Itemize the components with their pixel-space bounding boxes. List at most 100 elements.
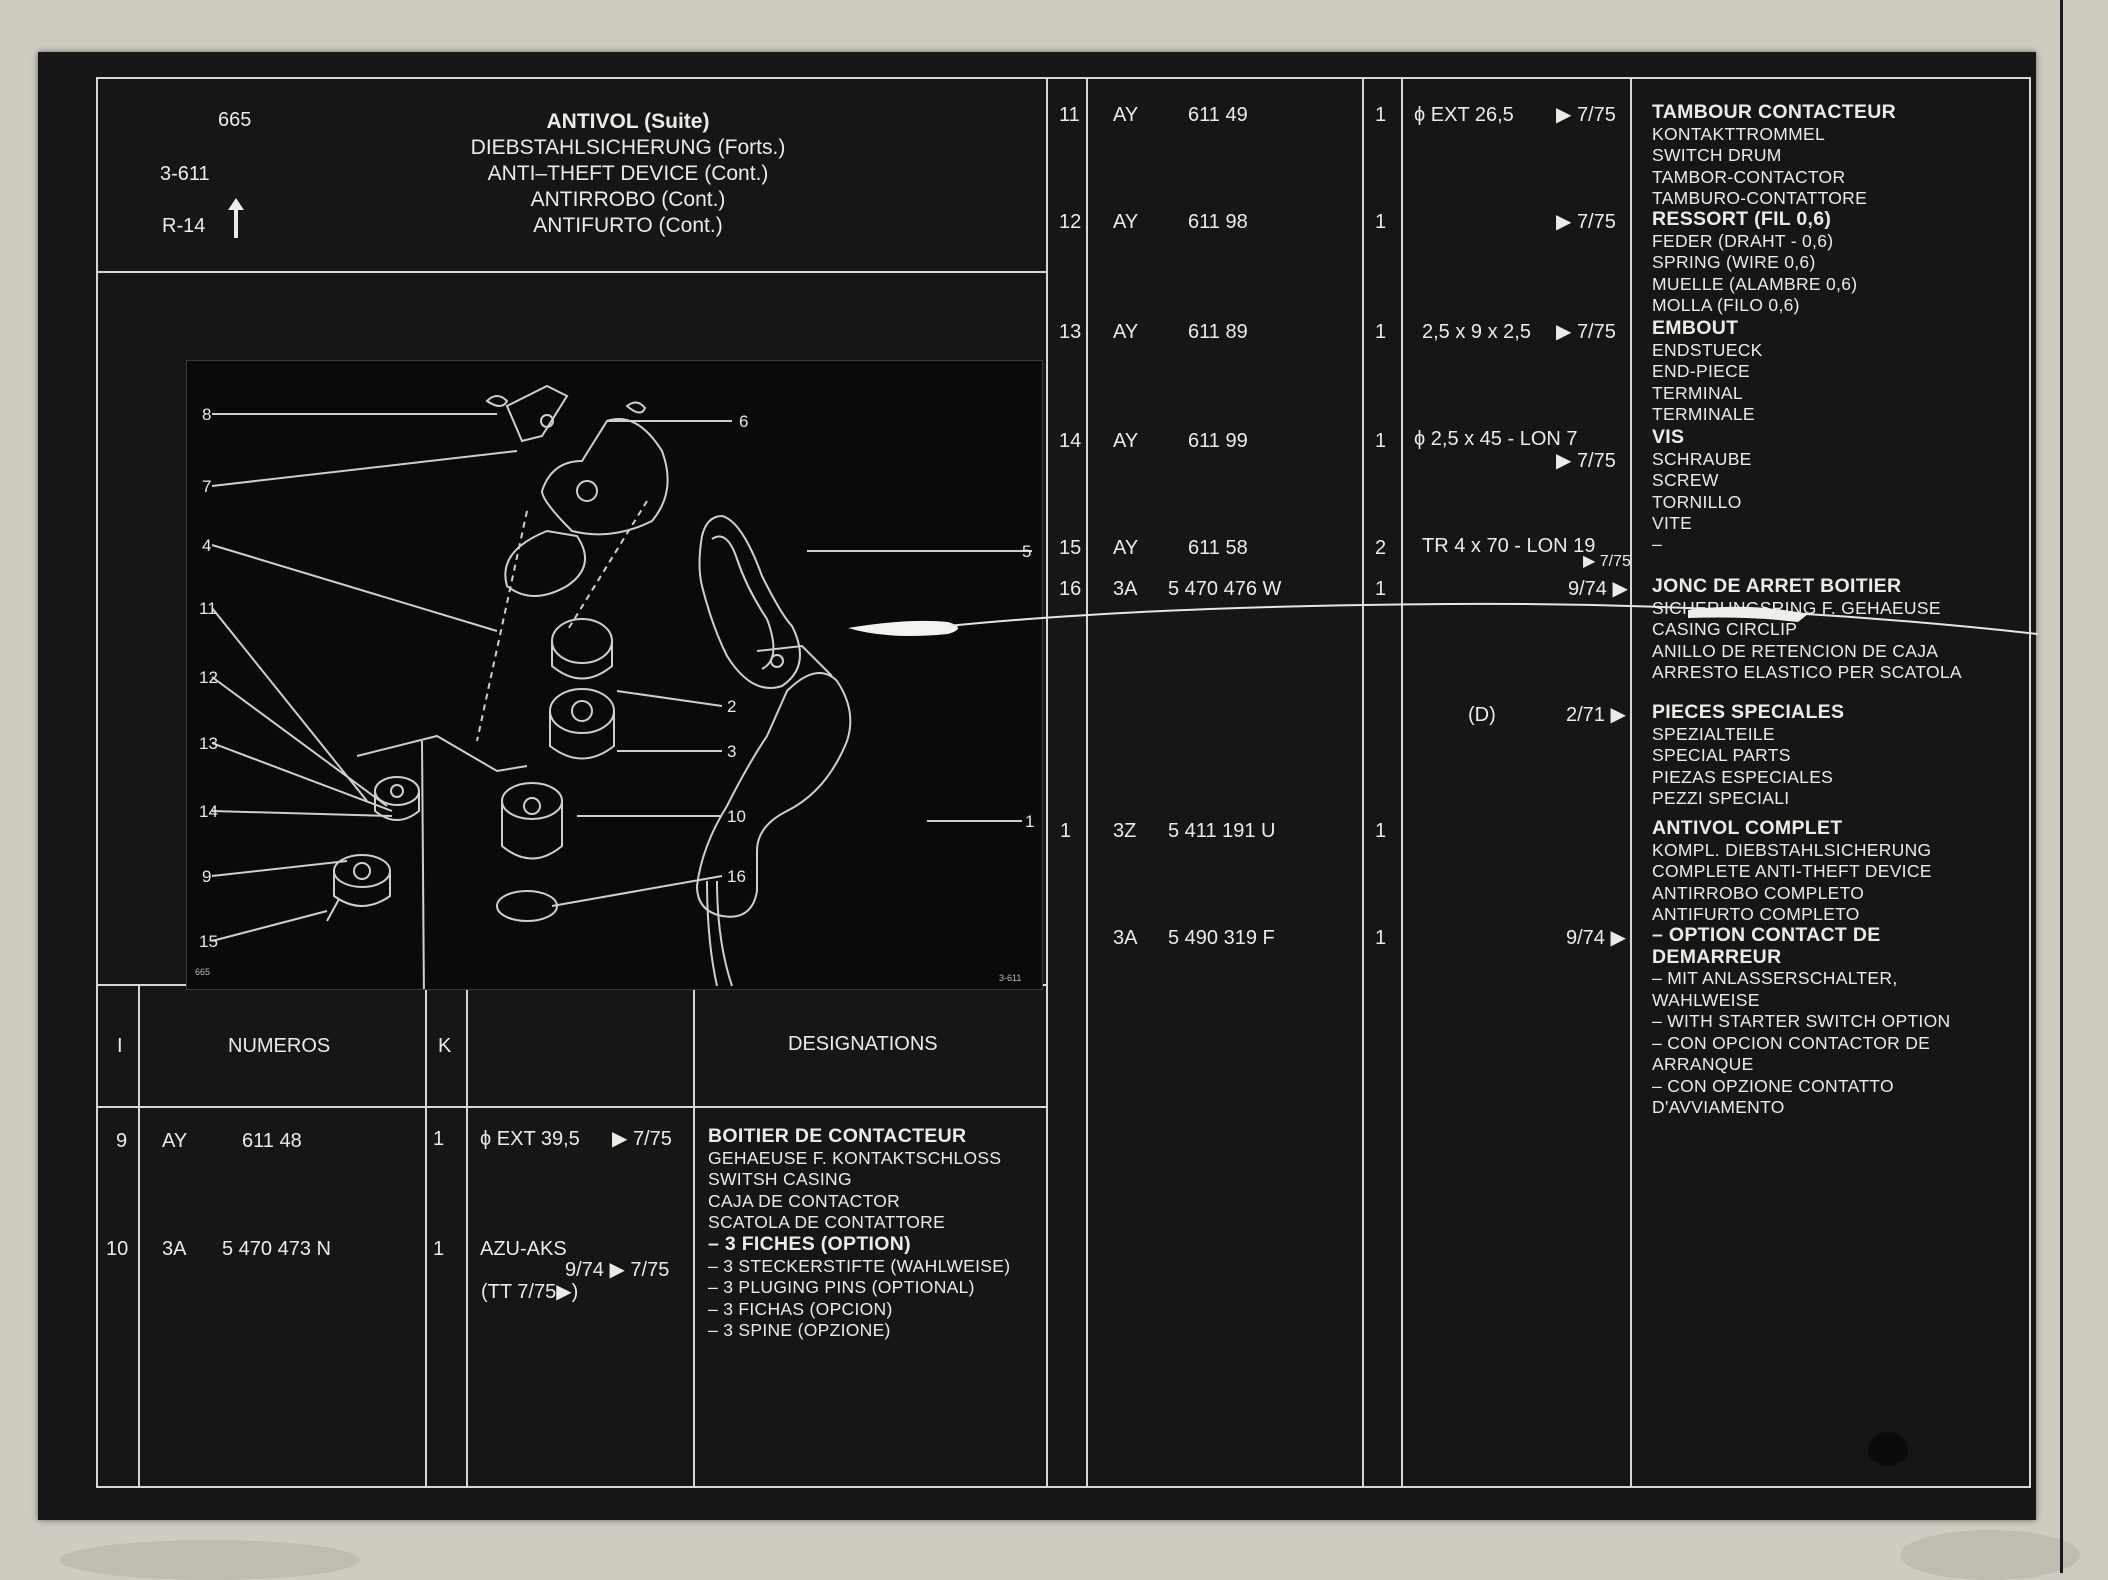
desc-line: COMPLETE ANTI-THEFT DEVICE — [1652, 861, 1932, 881]
desc-line: – CON OPZIONE CONTATTO — [1652, 1075, 1894, 1096]
desc-line: KOMPL. DIEBSTAHLSICHERUNG — [1652, 839, 1932, 860]
callout-label: 7 — [202, 477, 211, 496]
row-index: 12 — [1059, 211, 1082, 233]
desc-line: SCREW — [1652, 470, 1719, 490]
desc-line: GEHAEUSE F. KONTAKTSCHLOSS — [708, 1147, 1002, 1168]
row-number: 5 411 191 U — [1168, 820, 1276, 842]
divider — [1362, 77, 1364, 1488]
desc-line: ANILLO DE RETENCION DE CAJA — [1652, 640, 1939, 661]
row-date: ▶ 7/75 — [1556, 211, 1616, 233]
divider — [1086, 77, 1088, 1488]
row-date: ▶ 7/75 — [1556, 104, 1616, 126]
title-fr: ANTIVOL (Suite) — [546, 110, 710, 133]
ref-group: 3-611 — [160, 163, 210, 185]
desc-line: DEMARREUR — [1652, 945, 1782, 968]
row-description: JONC DE ARRET BOITIER SICHERUNGSRING F. … — [1652, 575, 1962, 684]
col-header-numeros: NUMEROS — [228, 1035, 331, 1057]
divider — [1046, 77, 1048, 1488]
desc-line: TERMINALE — [1652, 404, 1755, 424]
row-index: 9 — [116, 1130, 128, 1152]
row-spec: ϕ 2,5 x 45 - LON 7 — [1414, 428, 1578, 450]
desc-line: SCATOLA DE CONTATTORE — [708, 1212, 946, 1232]
desc-line: ANTIVOL COMPLET — [1652, 817, 1843, 839]
divider — [425, 984, 427, 1488]
film-scratch — [848, 602, 2038, 636]
desc-line: – MIT ANLASSERSCHALTER, — [1652, 968, 1898, 988]
desc-line: D'AVVIAMENTO — [1652, 1097, 1785, 1117]
row-description: EMBOUT ENDSTUECK END-PIECE TERMINAL TERM… — [1652, 317, 1763, 426]
desc-line: TERMINAL — [1652, 382, 1743, 403]
desc-line: – — [1652, 534, 1663, 554]
desc-line: SWITSH CASING — [708, 1169, 852, 1189]
desc-line: – 3 SPINE (OPZIONE) — [708, 1320, 891, 1340]
row-spec: ϕ EXT 26,5 — [1414, 104, 1514, 126]
desc-line: BOITIER DE CONTACTEUR — [708, 1125, 967, 1147]
desc-line: JONC DE ARRET BOITIER — [1652, 575, 1902, 597]
desc-line: KONTAKTTROMMEL — [1652, 123, 1826, 144]
title-it: ANTIFURTO (Cont.) — [533, 214, 723, 237]
title-en: ANTI–THEFT DEVICE (Cont.) — [487, 162, 769, 185]
callout-label: 3 — [727, 742, 736, 761]
row-description: TAMBOUR CONTACTEUR KONTAKTTROMMEL SWITCH… — [1652, 101, 1897, 210]
desc-line: TORNILLO — [1652, 491, 1742, 512]
row-description: – 3 FICHES (OPTION) – 3 STECKERSTIFTE (W… — [708, 1233, 1010, 1342]
desc-line: TAMBOUR CONTACTEUR — [1652, 101, 1897, 123]
row-quantity: 2 — [1375, 537, 1387, 559]
desc-line: – 3 FICHES (OPTION) — [708, 1233, 911, 1255]
desc-line: – OPTION CONTACT DE — [1652, 924, 1881, 946]
row-number: 5 490 319 F — [1168, 927, 1275, 949]
divider — [466, 984, 468, 1488]
diagram-corner-label: 3-611 — [999, 973, 1021, 983]
desc-line: RESSORT (FIL 0,6) — [1652, 208, 1832, 230]
desc-line: TAMBOR-CONTACTOR — [1652, 166, 1846, 187]
row-quantity: 1 — [433, 1238, 445, 1260]
callout-label: 14 — [199, 802, 218, 821]
diagram-drawing: 8 6 7 5 4 11 2 12 3 13 10 14 1 9 16 15 6… — [195, 384, 1034, 1002]
row-index: 13 — [1059, 321, 1082, 343]
desc-line: VITE — [1652, 513, 1693, 533]
col-header-k: K — [438, 1035, 452, 1057]
row-description: – — [1652, 534, 1662, 556]
row-quantity: 1 — [1375, 321, 1387, 343]
desc-line: SPECIAL PARTS — [1652, 745, 1791, 765]
callout-label: 6 — [739, 412, 748, 431]
row-quantity: 1 — [1375, 104, 1387, 126]
desc-line: – CON OPCION CONTACTOR DE — [1652, 1032, 1931, 1053]
col-header-i: I — [117, 1035, 123, 1057]
row-prefix: AY — [162, 1130, 188, 1152]
desc-line: MOLLA (FILO 0,6) — [1652, 295, 1800, 315]
row-spec-dates: 9/74 ▶ 7/75 — [565, 1259, 670, 1281]
row-spec: AZU-AKS — [480, 1238, 567, 1260]
desc-line: SCHRAUBE — [1652, 448, 1752, 469]
desc-line: PIECES SPECIALES — [1652, 701, 1845, 723]
divider — [1630, 77, 1632, 1488]
row-quantity: 1 — [1375, 927, 1387, 949]
row-date: ▶ 7/75 — [1556, 321, 1616, 343]
row-index: 15 — [1059, 537, 1082, 559]
row-prefix: AY — [1113, 211, 1139, 233]
row-spec-note: (TT 7/75▶) — [481, 1281, 579, 1303]
diagram-corner-label: 665 — [195, 967, 210, 977]
callout-label: 4 — [202, 536, 211, 555]
desc-line: ARRESTO ELASTICO PER SCATOLA — [1652, 662, 1962, 682]
row-date: 9/74 ▶ — [1566, 927, 1626, 949]
row-index: 11 — [1059, 104, 1080, 126]
row-date: 2/71 ▶ — [1566, 704, 1626, 726]
row-spec: 2,5 x 9 x 2,5 — [1422, 321, 1531, 343]
desc-line: PEZZI SPECIALI — [1652, 788, 1790, 808]
row-quantity: 1 — [1375, 820, 1387, 842]
desc-line: – WITH STARTER SWITCH OPTION — [1652, 1011, 1951, 1031]
callout-label: 2 — [727, 697, 736, 716]
divider — [693, 984, 695, 1488]
row-index: 16 — [1059, 578, 1082, 600]
callout-label: 1 — [1025, 812, 1034, 831]
row-prefix: AY — [1113, 321, 1139, 343]
callout-label: 16 — [727, 867, 746, 886]
title-de: DIEBSTAHLSICHERUNG (Forts.) — [470, 136, 786, 159]
divider — [96, 271, 1048, 273]
callout-label: 8 — [202, 405, 211, 424]
row-prefix: 3A — [1113, 927, 1138, 949]
paper-stain — [1900, 1530, 2080, 1580]
parts-catalog-sheet: 665 3-611 R-14 ANTIVOL (Suite) DIEBSTAHL… — [38, 52, 2038, 1520]
row-description: VIS SCHRAUBE SCREW TORNILLO VITE — [1652, 426, 1752, 535]
